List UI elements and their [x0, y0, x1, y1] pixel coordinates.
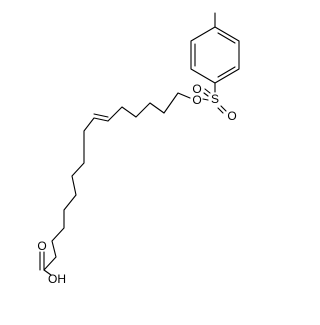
- sulfur-to-ester-oxygen-bond: [202, 98, 209, 101]
- benzene-ring-outline: [190, 26, 240, 84]
- carboxylic-acid-group: O OH: [37, 239, 66, 286]
- sulfonyl-oxygen-label-2: O: [227, 109, 236, 123]
- carbon-to-hydroxyl-bond: [43, 269, 52, 276]
- sulfur-label: S: [211, 92, 219, 106]
- sulfonyl-oxygen-label-1: O: [192, 82, 201, 96]
- middle-chain-segment: [71, 117, 109, 196]
- sulfur-oxygen-double-bond-lower-b: [217, 107, 224, 114]
- carbonyl-oxygen-label: O: [37, 239, 46, 253]
- ring-double-bond-2: [217, 66, 236, 78]
- hydroxyl-label: OH: [48, 272, 66, 286]
- upper-chain-segment: [107, 92, 191, 122]
- cis-double-bond-inner: [93, 113, 109, 118]
- sulfur-oxygen-double-bond-upper-b: [204, 88, 211, 94]
- sulfonyl-group: S O O O: [192, 82, 236, 123]
- ester-oxygen-label: O: [192, 93, 201, 107]
- lower-chain-segment: [43, 194, 77, 271]
- alkyl-chain: [43, 92, 191, 271]
- sulfur-oxygen-double-bond-lower-a: [220, 105, 227, 112]
- ring-double-bond-1: [217, 32, 236, 44]
- sulfur-oxygen-double-bond-upper-a: [203, 92, 209, 97]
- chemical-structure-diagram: S O O O O OH: [37, 12, 240, 286]
- toluene-ring: [190, 12, 240, 93]
